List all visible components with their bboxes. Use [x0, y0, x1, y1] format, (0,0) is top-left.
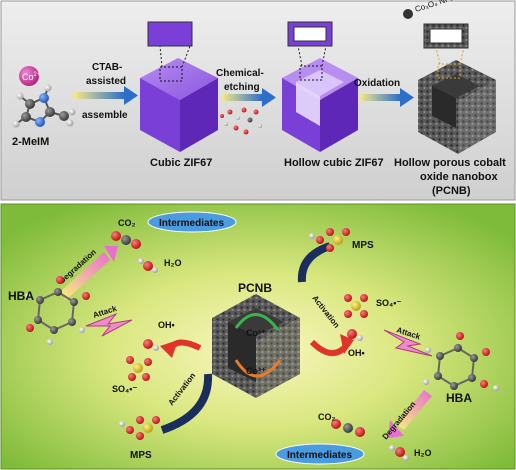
so4-left-molecule [126, 356, 152, 381]
h2o-molecule-bottom [389, 445, 409, 461]
product3-label-3: (PCNB) [432, 185, 471, 197]
step2-arrow [222, 94, 262, 101]
oh-right-molecule [347, 329, 363, 341]
step1-text-2: assisted [86, 76, 126, 87]
mps-bottom-molecule [119, 416, 160, 440]
step1-text-3: assemble [82, 110, 128, 121]
h2o-molecule-top [138, 258, 158, 273]
co2-top-label: CO₂ [118, 218, 136, 228]
step3-arrow [360, 94, 400, 101]
pcnb-nanobox [403, 9, 496, 154]
hba-right-molecule [423, 332, 499, 391]
activation-right-navy-arrow [297, 242, 332, 283]
intermediates-bottom-label: Intermediates [287, 450, 352, 461]
h2o-top-label: H₂O [164, 258, 182, 268]
mps-top-label: MPS [352, 240, 374, 251]
hba-right-label: HBA [446, 391, 472, 405]
step2-text-1: Chemical- [216, 68, 264, 79]
degradation-left-arrow [60, 252, 110, 300]
degradation-right-arrow [396, 390, 432, 430]
h2o-bottom-label: H₂O [414, 448, 432, 458]
hollow-cubic-zif67 [282, 21, 358, 152]
product2-label: Hollow cubic ZIF67 [284, 157, 384, 169]
oh-right-label: OH• [348, 348, 365, 358]
co2-ion-label: Co²⁺ [246, 328, 266, 338]
cubic-zif67 [140, 21, 218, 152]
step2-text-2: etching [224, 82, 260, 93]
step1-text-1: CTAB- [92, 62, 122, 73]
product3-label-2: oxide nanobox [420, 171, 499, 183]
co3-ion-label: Co³⁺ [246, 366, 266, 376]
cobalt-ion-label: Co2+ [22, 72, 41, 82]
co2-bottom-label: CO₂ [318, 412, 336, 422]
etchant-molecules [220, 107, 262, 135]
so4-right-molecule [344, 294, 368, 318]
attack-right-bolt [383, 329, 433, 357]
co2-molecule-top [111, 231, 141, 249]
hba-left-molecule [25, 276, 90, 345]
activation-left-navy-arrow [160, 373, 213, 434]
2-meim-molecule [12, 84, 76, 128]
attack-left-bolt [85, 312, 133, 337]
ligand-label: 2-MeIM [12, 136, 49, 148]
mps-bottom-label: MPS [130, 450, 152, 461]
center-pcnb [212, 294, 300, 398]
pcnb-center-label: PCNB [238, 281, 272, 295]
co2-molecule-bottom [331, 419, 365, 437]
mps-top-molecule [309, 228, 350, 252]
hba-left-label: HBA [8, 289, 34, 303]
oh-left-label: OH• [158, 320, 175, 330]
cobalt-ion-sphere [19, 66, 39, 86]
intermediates-top-oval [147, 211, 237, 233]
oh-left-molecule [143, 339, 159, 351]
product1-label: Cubic ZIF67 [150, 157, 212, 169]
intermediates-bottom-oval [275, 443, 365, 465]
step3-text: Oxidation [354, 78, 400, 89]
so4-left-label: SO₄•⁻ [112, 384, 137, 394]
product3-label-1: Hollow porous cobalt [394, 157, 506, 169]
intermediates-top-label: Intermediates [159, 218, 224, 229]
step1-arrow [74, 92, 124, 99]
so4-right-label: SO₄•⁻ [376, 298, 401, 308]
